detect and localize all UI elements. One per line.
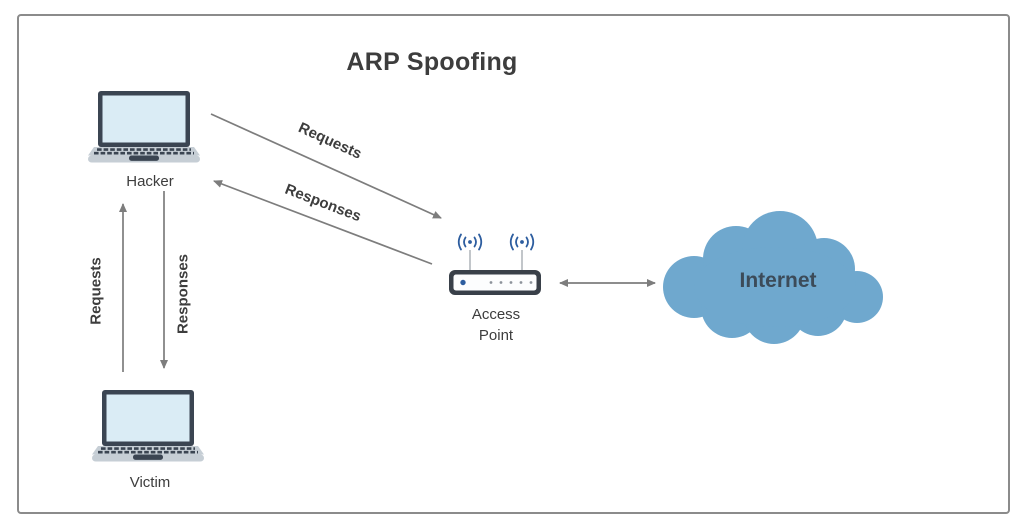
diagram-border [17,14,1010,514]
internet-node [662,207,884,347]
laptop-icon [88,91,200,163]
access-point-label: Access Point [472,304,520,346]
edge-label-requests-vertical: Requests [87,257,105,325]
wifi-antenna-icon [509,233,535,251]
access-point-label-line2: Point [478,327,514,344]
internet-label: Internet [739,269,817,292]
edge-label-responses-vertical: Responses [174,253,192,335]
access-point-icon [449,233,541,295]
wifi-antenna-icon [457,233,483,251]
laptop-icon [92,390,204,462]
cloud-icon [663,211,883,344]
access-point-label-line1: Access [471,306,521,323]
access-point-node [448,226,544,296]
page-title: ARP Spoofing [346,48,518,76]
led-indicator [460,279,466,286]
hacker-label: Hacker [126,173,174,190]
victim-node [92,390,204,462]
victim-label: Victim [129,474,171,491]
hacker-node [88,91,200,163]
